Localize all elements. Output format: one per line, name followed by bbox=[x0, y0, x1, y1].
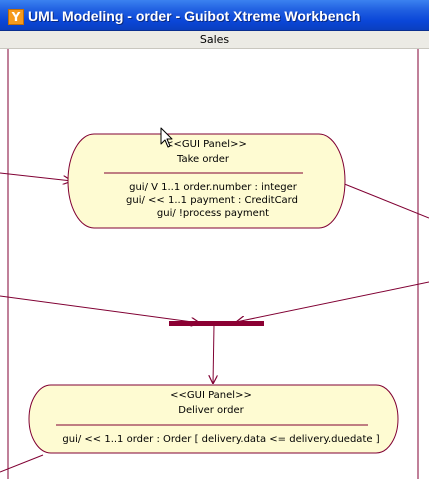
deliver-order-attribute-1: gui/ << 1..1 order : Order [ delivery.da… bbox=[62, 434, 379, 445]
take-order-name: Take order bbox=[176, 154, 230, 165]
take-order-attribute-3: gui/ !process payment bbox=[157, 208, 269, 219]
window-title: UML Modeling - order - Guibot Xtreme Wor… bbox=[28, 8, 361, 24]
outgoing-transition-deliver-order[interactable] bbox=[0, 454, 44, 473]
deliver-order-name: Deliver order bbox=[178, 405, 244, 416]
diagram-canvas[interactable]: <<GUI Panel>> Take order gui/ V 1..1 ord… bbox=[0, 49, 429, 479]
window-title-bar: Y UML Modeling - order - Guibot Xtreme W… bbox=[0, 0, 429, 31]
take-order-stereotype: <<GUI Panel>> bbox=[165, 139, 247, 150]
transition-to-join-right[interactable] bbox=[236, 281, 429, 322]
transition-to-join-left[interactable] bbox=[0, 295, 200, 323]
take-order-attribute-2: gui/ << 1..1 payment : CreditCard bbox=[126, 195, 298, 206]
swimlane-header[interactable]: Sales bbox=[0, 31, 429, 49]
transition-join-to-deliver-order[interactable] bbox=[213, 324, 214, 384]
outgoing-transition-take-order[interactable] bbox=[336, 180, 429, 219]
app-icon: Y bbox=[8, 9, 24, 25]
incoming-transition-take-order[interactable] bbox=[0, 172, 72, 181]
swimlane-label: Sales bbox=[199, 33, 230, 46]
mouse-cursor-icon bbox=[160, 127, 173, 148]
activity-node-take-order[interactable]: <<GUI Panel>> Take order gui/ V 1..1 ord… bbox=[67, 133, 346, 229]
join-bar[interactable] bbox=[169, 321, 264, 326]
take-order-attribute-1: gui/ V 1..1 order.number : integer bbox=[129, 182, 298, 193]
activity-node-deliver-order[interactable]: <<GUI Panel>> Deliver order gui/ << 1..1… bbox=[28, 384, 399, 454]
deliver-order-stereotype: <<GUI Panel>> bbox=[170, 390, 252, 401]
